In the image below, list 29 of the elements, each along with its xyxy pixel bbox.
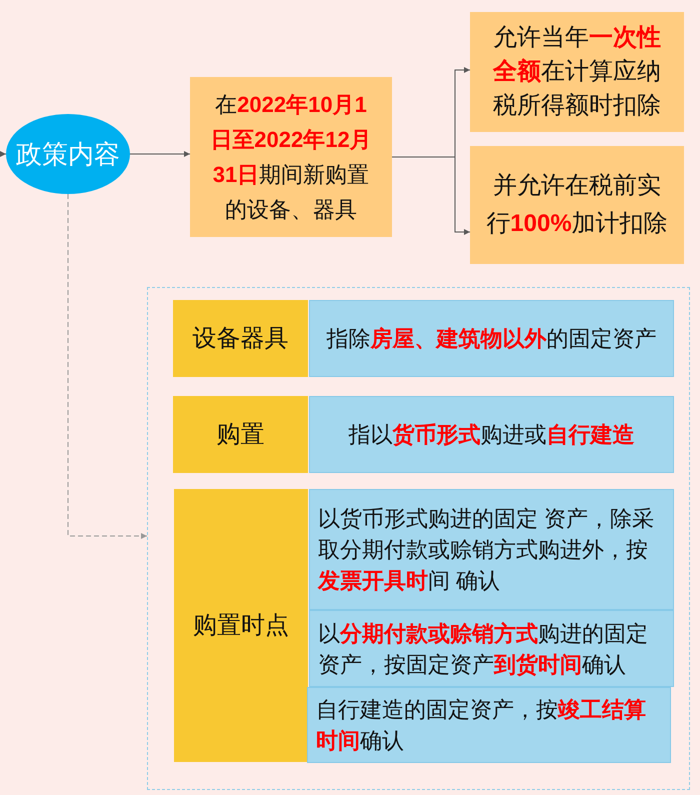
- box-text: 在2022年10月1日至2022年12月31日期间新购置的设备、器具: [209, 91, 373, 224]
- definition-box: [309, 489, 674, 610]
- arrow: [392, 156, 470, 235]
- topic-ellipse: [6, 114, 130, 194]
- box-text: 并允许在税前实行100%加计扣除: [485, 171, 669, 239]
- box-text: 允许当年一次性全额在计算应纳税所得额时扣除: [492, 23, 662, 121]
- term-box: [173, 300, 308, 377]
- definition-text: 以货币形式购进的固定 资产，除采取分期付款或赊销方式购进外，按发票开具时间 确认: [318, 505, 656, 595]
- term-label: 设备器具: [192, 324, 288, 354]
- arrow: [68, 194, 148, 539]
- term-box: [174, 489, 308, 762]
- definition-box: [309, 396, 674, 473]
- info-box: [470, 146, 684, 264]
- arrow: [130, 151, 190, 157]
- definition-box: [307, 687, 671, 763]
- definition-box: [309, 610, 674, 687]
- definition-text: 自行建造的固定资产，按竣工结算时间确认: [316, 696, 647, 755]
- info-box: [190, 77, 392, 237]
- arrow: [0, 151, 6, 157]
- term-label: 购置时点: [193, 610, 289, 640]
- info-box: [470, 12, 684, 132]
- term-label: 购置: [216, 420, 264, 450]
- definition-text: 指除房屋、建筑物以外的固定资产: [326, 325, 656, 353]
- definition-text: 以分期付款或赊销方式购进的固定资产，按固定资产到货时间确认: [318, 620, 649, 678]
- topic-label: 政策内容: [16, 138, 120, 171]
- definition-text: 指以货币形式购进或自行建造: [348, 421, 634, 449]
- definition-box: [309, 300, 674, 377]
- dashed-frame: [147, 287, 690, 790]
- term-box: [173, 396, 308, 473]
